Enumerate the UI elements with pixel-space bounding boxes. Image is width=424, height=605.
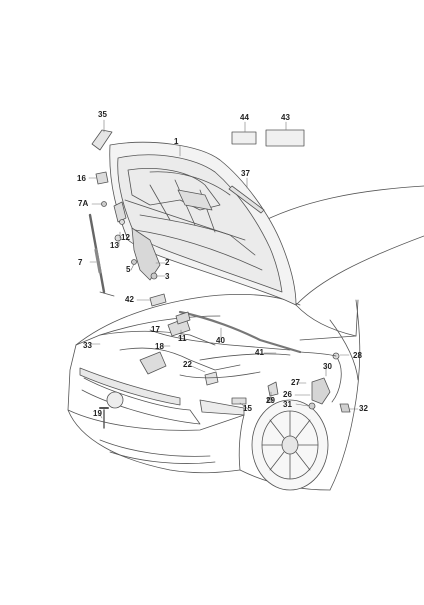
callout-19: 19 <box>93 409 102 418</box>
callout-42: 42 <box>125 295 134 304</box>
separate-parts <box>91 129 305 214</box>
callout-31: 31 <box>283 400 292 409</box>
callout-1: 1 <box>174 137 179 146</box>
car-front <box>67 294 301 474</box>
callout-5: 5 <box>126 265 131 274</box>
callout-12: 12 <box>121 233 130 242</box>
engine-bay <box>99 317 291 386</box>
callout-17: 17 <box>151 325 160 334</box>
callout-18: 18 <box>155 342 164 351</box>
callout-32: 32 <box>359 404 368 413</box>
hood-seal-strip <box>178 310 302 354</box>
callout-15: 15 <box>243 404 252 413</box>
callout-40: 40 <box>216 336 225 345</box>
callout-27: 27 <box>291 378 300 387</box>
callout-13: 13 <box>110 241 119 250</box>
callout-7a: 7A <box>78 199 89 208</box>
callout-16: 16 <box>77 174 86 183</box>
latch-parts <box>231 377 351 413</box>
callout-22: 22 <box>183 360 192 369</box>
callout-43: 43 <box>281 113 290 122</box>
callout-41: 41 <box>255 348 264 357</box>
hood-panel <box>109 141 297 306</box>
callout-28: 28 <box>353 351 362 360</box>
callout-11: 11 <box>178 334 187 343</box>
callout-26: 26 <box>283 390 292 399</box>
callout-2: 2 <box>165 258 170 267</box>
callout-37: 37 <box>241 169 250 178</box>
front-wheel <box>251 399 329 491</box>
callout-7: 7 <box>78 258 83 267</box>
bolt <box>99 407 109 429</box>
callout-33: 33 <box>83 341 92 350</box>
callout-29: 29 <box>266 396 275 405</box>
hinge-parts <box>101 201 191 325</box>
callout-44: 44 <box>240 113 249 122</box>
callout-35: 35 <box>98 110 107 119</box>
leader-lines <box>88 119 359 419</box>
hood-strut <box>88 213 115 297</box>
callout-3: 3 <box>165 272 170 281</box>
release-cable <box>299 351 342 403</box>
callout-30: 30 <box>323 362 332 371</box>
